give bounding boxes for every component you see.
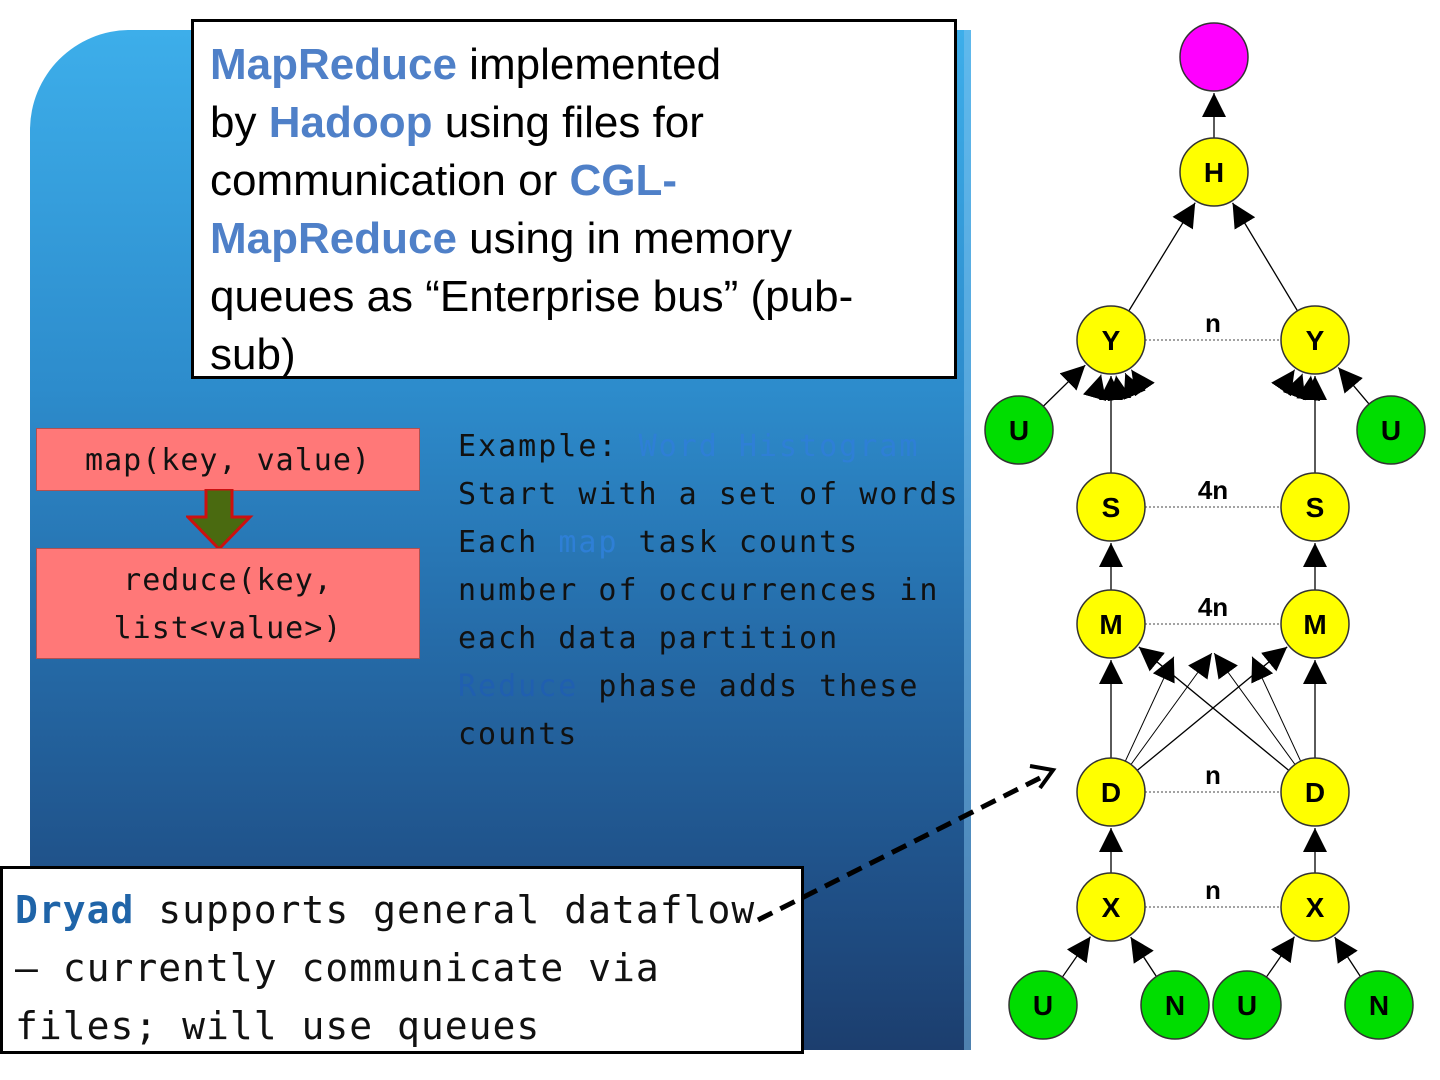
dryad-text-box: Dryad supports general dataflow — curren… — [0, 866, 804, 1054]
graph-node-d2: D — [1280, 757, 1350, 827]
graph-node-x1: X — [1076, 872, 1146, 942]
graph-node-circle — [1280, 472, 1350, 542]
graph-edge — [1130, 652, 1213, 765]
graph-node-circle — [1076, 757, 1146, 827]
graph-node-circle — [1179, 137, 1249, 207]
graph-node-label: H — [1204, 157, 1224, 188]
graph-node-label: U — [1381, 415, 1401, 446]
graph-edge — [1337, 367, 1370, 405]
graph-edge — [1061, 936, 1092, 978]
graph-edge-label-x: n — [1205, 875, 1221, 905]
graph-node-m2: M — [1280, 589, 1350, 659]
dryad-dataflow-graph: n 4n 4n n n H Y Y U U S S M M D D X X U N U N — [984, 22, 1426, 1040]
graph-edge-label-d: n — [1205, 760, 1221, 790]
graph-edge — [1271, 369, 1296, 397]
graph-edge — [1213, 652, 1296, 765]
graph-node-s2: S — [1280, 472, 1350, 542]
map-function-box: map(key, value) — [36, 428, 420, 491]
slide-background-edge — [964, 30, 971, 1050]
graph-node-label: N — [1369, 990, 1389, 1021]
graph-edge — [1265, 936, 1296, 978]
graph-node-circle — [1280, 757, 1350, 827]
graph-node-circle — [1179, 22, 1249, 92]
graph-node-s1: S — [1076, 472, 1146, 542]
graph-node-label: N — [1165, 990, 1185, 1021]
graph-node-label: Y — [1306, 325, 1325, 356]
graph-edge — [1231, 202, 1299, 312]
graph-edge — [1130, 936, 1157, 977]
graph-edge — [1334, 936, 1361, 977]
graph-node-label: X — [1306, 892, 1325, 923]
graph-node-circle — [1076, 472, 1146, 542]
title-text-box: MapReduce implemented by Hadoop using fi… — [191, 19, 957, 379]
graph-node-circle — [1280, 872, 1350, 942]
down-arrow-icon — [186, 489, 254, 552]
graph-edge — [1042, 364, 1086, 407]
graph-edge-label-y: n — [1205, 308, 1221, 338]
reduce-function-box: reduce(key, list<value>) — [36, 548, 420, 659]
graph-edge — [1251, 656, 1302, 762]
graph-node-label: M — [1303, 609, 1326, 640]
graph-edge-label-m: 4n — [1198, 592, 1228, 622]
graph-node-circle — [984, 395, 1054, 465]
graph-node-d1: D — [1076, 757, 1146, 827]
graph-node-y1: Y — [1076, 305, 1146, 375]
example-text: Example: Word Histogram Start with a set… — [458, 429, 960, 752]
graph-node-circle — [1076, 872, 1146, 942]
graph-node-circle — [1280, 305, 1350, 375]
graph-edge — [1136, 646, 1288, 771]
graph-node-label: D — [1101, 777, 1121, 808]
graph-node-label: S — [1306, 492, 1325, 523]
graph-node-label: Y — [1102, 325, 1121, 356]
graph-node-u2: U — [1356, 395, 1426, 465]
graph-edge — [1082, 374, 1107, 401]
graph-node-circle — [1140, 970, 1210, 1040]
graph-node-top — [1179, 22, 1249, 92]
graph-node-n2: N — [1344, 970, 1414, 1040]
graph-node-circle — [1076, 589, 1146, 659]
map-function-label: map(key, value) — [85, 443, 371, 478]
graph-node-label: S — [1102, 492, 1121, 523]
graph-node-circle — [1356, 395, 1426, 465]
graph-node-label: U — [1009, 415, 1029, 446]
graph-node-u4: U — [1212, 970, 1282, 1040]
graph-node-circle — [1008, 970, 1078, 1040]
reduce-function-label-line1: reduce(key, — [123, 563, 333, 598]
graph-node-m1: M — [1076, 589, 1146, 659]
graph-node-label: M — [1099, 609, 1122, 640]
graph-node-u3: U — [1008, 970, 1078, 1040]
graph-node-circle — [1280, 589, 1350, 659]
graph-edge — [1282, 373, 1306, 401]
graph-node-y2: Y — [1280, 305, 1350, 375]
graph-node-n1: N — [1140, 970, 1210, 1040]
graph-edge — [1138, 646, 1290, 771]
graph-node-circle — [1076, 305, 1146, 375]
graph-node-label: U — [1237, 990, 1257, 1021]
graph-node-circle — [1344, 970, 1414, 1040]
graph-edge — [1124, 656, 1175, 762]
graph-edge-label-s: 4n — [1198, 475, 1228, 505]
graph-edge — [1130, 369, 1155, 397]
graph-node-circle — [1212, 970, 1282, 1040]
graph-node-u1: U — [984, 395, 1054, 465]
graph-node-label: U — [1033, 990, 1053, 1021]
reduce-function-label-line2: list<value>) — [113, 611, 343, 646]
graph-edge — [1128, 202, 1196, 312]
graph-node-label: X — [1102, 892, 1121, 923]
graph-node-label: D — [1305, 777, 1325, 808]
graph-node-h: H — [1179, 137, 1249, 207]
graph-node-x2: X — [1280, 872, 1350, 942]
